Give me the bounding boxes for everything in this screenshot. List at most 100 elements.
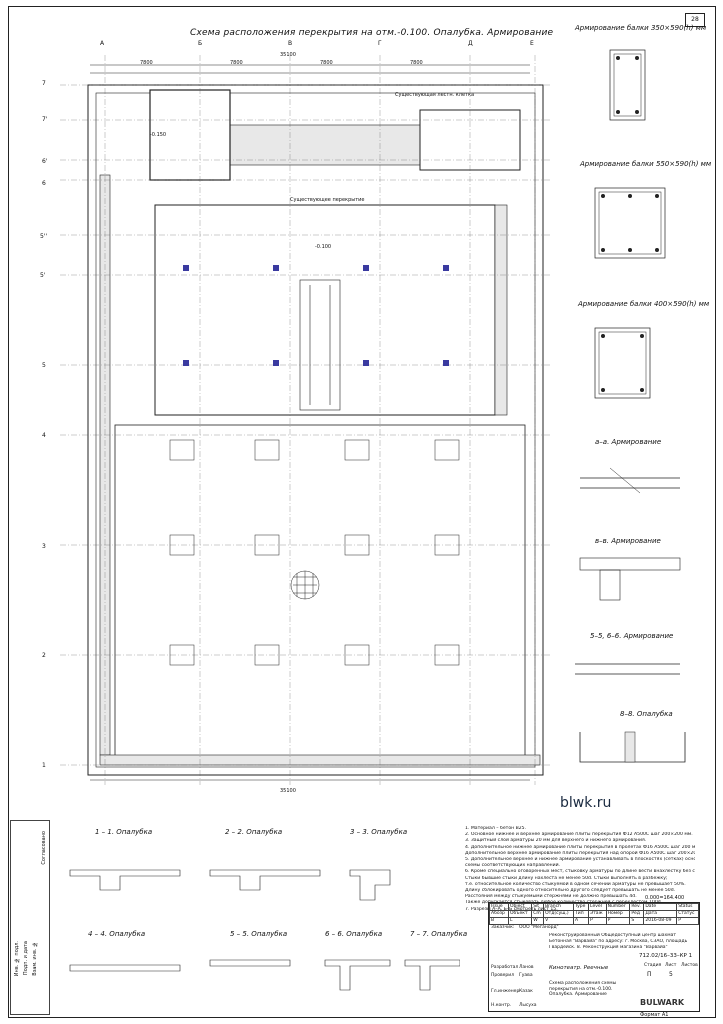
note-line: Дополнительное верхнее армирование плиты… xyxy=(465,850,695,856)
sheet-number: 28 xyxy=(685,13,705,27)
stamp-cell: Branch xyxy=(543,903,575,911)
stamp-drawing-name: Кинотеатр. Реечные xyxy=(549,965,609,971)
brand-logo: BULWARK xyxy=(640,998,685,1007)
label-hole-mark: -0.100 xyxy=(315,244,332,250)
title-block: Issue Object Sit Branch Type Level Numbe… xyxy=(488,902,700,1012)
stamp-address: Бетонная "Варвайа" по адресу: г. Москва,… xyxy=(549,939,688,944)
bottom-sections-drawings xyxy=(69,869,460,991)
axis-label-5pp: 5'' xyxy=(40,233,48,240)
label-column-mark: -0.150 xyxy=(150,132,167,138)
stamp-code: 2016-08-09 xyxy=(643,917,678,925)
section-aa xyxy=(580,467,680,494)
axis-label-7: 7 xyxy=(42,80,46,87)
stamp-cell: Object xyxy=(507,903,533,911)
section-title-22: 2 – 2. Опалубка xyxy=(225,828,283,836)
stamp-name: Казак xyxy=(519,989,533,994)
watermark: blwk.ru xyxy=(560,795,612,811)
stamp-address2: Гвардейск. 8. Реконструкция магазина "Ва… xyxy=(549,945,668,950)
bay-dim-4: 7800 xyxy=(410,60,423,66)
section-beam-400 xyxy=(594,327,651,399)
stamp-code: P xyxy=(676,917,699,925)
strip-label: Согласовано xyxy=(41,831,47,865)
stamp-code: L xyxy=(507,917,533,925)
axis-label-d: Д xyxy=(468,40,473,47)
strip-label: Инв. № подл. xyxy=(14,941,20,977)
axis-label-7p: 7' xyxy=(42,116,48,123)
axis-label-g: Г xyxy=(378,40,382,47)
stamp-cell: Объект xyxy=(507,910,533,918)
stamp-code: S xyxy=(629,917,645,925)
stamp-cell: Ред xyxy=(629,910,645,918)
top-total-dimension: 35100 xyxy=(280,52,296,58)
stamp-cell: Статус xyxy=(676,910,699,918)
section-title-66: 6 – 6. Опалубка xyxy=(325,930,383,938)
stamp-sheet: 5 xyxy=(669,971,673,978)
axis-label-4: 4 xyxy=(42,432,46,439)
stamp-cell: Date xyxy=(643,903,678,911)
axis-label-b: Б xyxy=(198,40,203,47)
stamp-stage-label: Стадия xyxy=(644,963,662,968)
section-beam-350 xyxy=(609,49,646,121)
stamp-cell: Абозр xyxy=(489,910,509,918)
axis-label-6p: 6' xyxy=(42,158,48,165)
section-title-vv: в–в. Армирование xyxy=(595,537,661,545)
axis-label-5: 5 xyxy=(42,362,46,369)
section-title-44: 4 – 4. Опалубка xyxy=(88,930,146,938)
section-title-beam-550: Армирование балки 550×590(h) мм xyxy=(580,160,712,168)
stamp-cell: Issue xyxy=(489,903,509,911)
approval-strip: Инв. № подл. Подп. и дата Взам. инв. № С… xyxy=(10,820,50,1015)
axis-label-2: 2 xyxy=(42,652,46,659)
note-line: Стыки бывшие стыки длину нахлеста не мен… xyxy=(465,875,668,881)
stamp-sheet-label: Лист xyxy=(665,963,677,968)
section-title-77: 7 – 7. Опалубка xyxy=(410,930,468,938)
note-line: 1. Материал – бетон В25. xyxy=(465,826,527,831)
stamp-cell: Тип xyxy=(573,910,590,918)
axis-label-6: 6 xyxy=(42,180,46,187)
axis-label-a: А xyxy=(100,40,105,47)
format-label: Формат А1 xyxy=(640,1012,669,1018)
axis-label-5p: 5' xyxy=(40,272,46,279)
stamp-cell: Rev. xyxy=(629,903,645,911)
note-line: Длину сблокировать одного относительно д… xyxy=(465,888,676,894)
bay-dim-3: 7800 xyxy=(320,60,333,66)
stamp-code: P xyxy=(588,917,607,925)
axis-label-e: Е xyxy=(530,40,534,47)
note-line: схемы соответствующих направлений. xyxy=(465,863,561,869)
note-line: 3. Защитный слой арматуры 20 мм для верх… xyxy=(465,838,647,844)
section-88 xyxy=(579,731,686,763)
section-title-aa: а–а. Армирование xyxy=(595,438,662,446)
strip-label: Взам. инв. № xyxy=(32,941,38,976)
stamp-cell: Дата xyxy=(643,910,678,918)
stamp-cell: Type xyxy=(573,903,590,911)
stamp-cell: Номер xyxy=(605,910,631,918)
bay-dim-2: 7800 xyxy=(230,60,243,66)
axis-label-1: 1 xyxy=(42,762,46,769)
stamp-role: Гл.инженер xyxy=(491,989,520,994)
section-title-88: 8–8. Опалубка xyxy=(620,710,673,718)
stamp-role: Н.контр. xyxy=(491,1003,512,1008)
section-title-56: 5–5, 6–6. Армирование xyxy=(590,632,674,640)
stamp-stage: П xyxy=(647,971,652,978)
note-line: т.е. относительное количество стыкуемой … xyxy=(465,881,686,887)
stamp-customer: ООО "Меганорд" xyxy=(519,925,559,930)
label-existing-slab: Существующее перекрытие xyxy=(290,197,365,203)
stamp-name: Ланов xyxy=(519,965,534,970)
stamp-cell: Sit xyxy=(531,903,545,911)
strip-label: Подп. и дата xyxy=(23,941,29,976)
section-beam-550 xyxy=(594,187,666,259)
stamp-code: B xyxy=(489,917,509,925)
bay-dim-1: 7800 xyxy=(140,60,153,66)
axis-label-3: 3 xyxy=(42,543,46,550)
section-title-11: 1 – 1. Опалубка xyxy=(95,828,153,836)
note-line: 4. Дополнительное нижнее армирование пли… xyxy=(465,844,695,850)
section-title-55: 5 – 5. Опалубка xyxy=(230,930,288,938)
stamp-name: Гуава xyxy=(519,973,533,978)
stamp-name: Лысуха xyxy=(519,1003,537,1008)
section-title-33: 3 – 3. Опалубка xyxy=(350,828,408,836)
stamp-cell: Сm xyxy=(531,910,545,918)
drawing-title: Схема расположения перекрытия на отм.-0.… xyxy=(190,28,554,38)
stamp-cell: Status xyxy=(676,903,699,911)
stamp-object: Реконструированный Общедоступный центр ш… xyxy=(549,933,676,938)
stamp-drawing-desc: Схема расположения схемы перекрытия на о… xyxy=(549,981,617,997)
stamp-code: W xyxy=(531,917,545,925)
